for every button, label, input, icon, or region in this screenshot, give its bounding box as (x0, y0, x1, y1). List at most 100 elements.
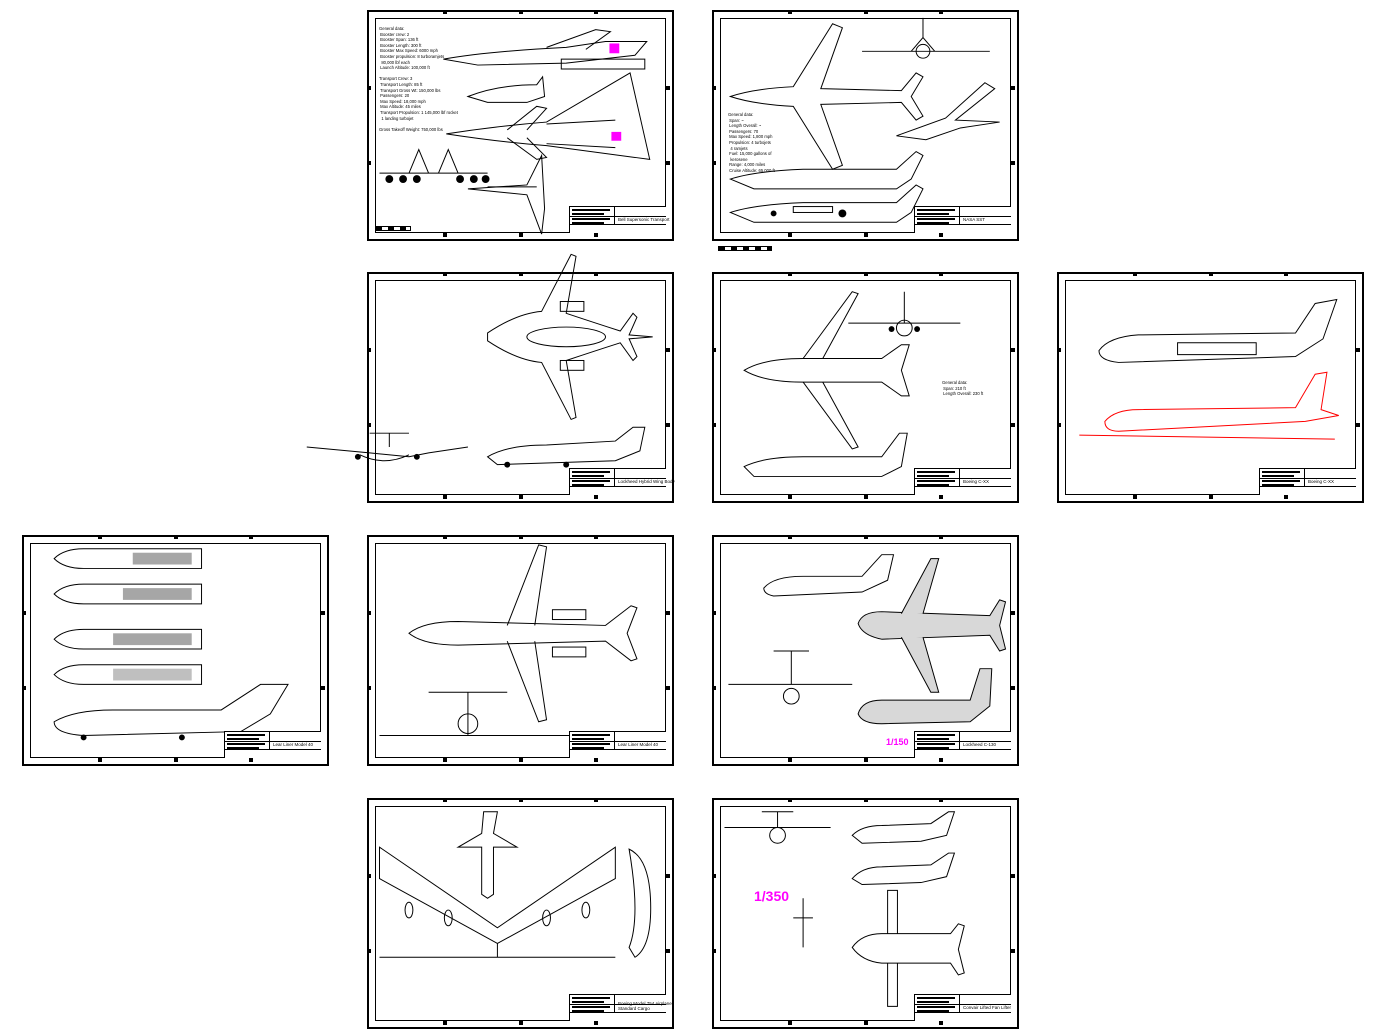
title-block: Lear Liner Model 40 (569, 731, 666, 758)
scale-label: 1/350 (754, 888, 790, 904)
registration-tick (1208, 272, 1213, 276)
registration-tick (367, 873, 371, 878)
registration-tick (97, 535, 102, 539)
sheet-title: Boeing C-XX (963, 479, 990, 484)
registration-tick (787, 495, 792, 499)
registration-tick (712, 873, 716, 878)
registration-tick (518, 272, 523, 276)
registration-tick (442, 10, 447, 14)
sheet-border (720, 543, 1011, 758)
registration-tick (442, 233, 447, 237)
scale-bar (375, 226, 411, 231)
registration-tick (939, 535, 944, 539)
sheet-title: Bell Supersonic Transport (618, 217, 670, 222)
aircraft-drawing (53, 548, 289, 741)
title-block: Boeing C-XX (1259, 468, 1356, 495)
title-block: Convair Lifted Fan Lifter (914, 994, 1011, 1021)
registration-tick (22, 686, 26, 691)
title-block: Bell Supersonic Transport (569, 206, 670, 233)
aircraft-drawing (306, 253, 653, 468)
registration-tick (321, 610, 325, 615)
drawing-sheet-supersonic-transport[interactable]: General data: Booster crew: 2 Booster Sp… (367, 10, 674, 241)
registration-tick (367, 423, 371, 428)
registration-tick (863, 1021, 868, 1025)
registration-tick (939, 758, 944, 762)
registration-tick (1011, 347, 1015, 352)
registration-tick (666, 686, 670, 691)
aircraft-drawing (728, 17, 1000, 223)
aircraft-drawing (379, 544, 638, 736)
sheet-border (720, 806, 1011, 1021)
registration-tick (97, 758, 102, 762)
title-block: Lockheed C-130 (914, 731, 1011, 758)
drawing-sheet-lockheed-c5[interactable]: Boeing C-XX (1057, 272, 1364, 503)
drawing-sheet-boeing-b-4[interactable]: General data: Span: 210 ft Length Overal… (712, 272, 1019, 503)
registration-tick (249, 535, 254, 539)
sheet-border (1065, 280, 1356, 495)
drawing-sheet-learliner-interiors[interactable]: Lear Liner Model 40 (22, 535, 329, 766)
registration-tick (321, 686, 325, 691)
registration-tick (594, 495, 599, 499)
aircraft-drawing (1079, 298, 1339, 440)
registration-tick (442, 272, 447, 276)
drawing-sheet-boeing-model[interactable]: Boeing Model 754 Airplane Standard Cargo (367, 798, 674, 1029)
registration-tick (863, 233, 868, 237)
registration-tick (787, 272, 792, 276)
aircraft-drawing (743, 291, 961, 477)
registration-tick (1356, 347, 1360, 352)
registration-tick (1011, 85, 1015, 90)
registration-tick (367, 347, 371, 352)
registration-tick (863, 535, 868, 539)
registration-tick (666, 85, 670, 90)
sheet-title: Boeing Model 754 Airplane Standard Cargo (618, 1001, 672, 1011)
registration-tick (594, 1021, 599, 1025)
title-block: Lear Liner Model 40 (224, 731, 321, 758)
registration-tick (518, 10, 523, 14)
registration-tick (594, 798, 599, 802)
title-block: Lockheed Hybrid Wing Body (569, 468, 675, 495)
registration-tick (518, 495, 523, 499)
drawing-sheet-learliner-plan[interactable]: Lear Liner Model 40 (367, 535, 674, 766)
registration-tick (367, 686, 371, 691)
registration-tick (173, 758, 178, 762)
registration-tick (1011, 161, 1015, 166)
general-data-notes: General data: Booster crew: 2 Booster Sp… (379, 26, 458, 132)
registration-tick (712, 610, 716, 615)
registration-tick (666, 423, 670, 428)
sheet-border (30, 543, 321, 758)
drawing-sheet-lockheed-c-130[interactable]: 1/150 Lockheed C-130 (712, 535, 1019, 766)
registration-tick (1011, 873, 1015, 878)
registration-tick (442, 758, 447, 762)
registration-tick (666, 161, 670, 166)
aircraft-drawing (728, 554, 1007, 725)
registration-tick (939, 10, 944, 14)
registration-tick (712, 347, 716, 352)
registration-tick (666, 949, 670, 954)
drawing-sheet-nasa-concept[interactable]: General data: Span: ~ Length Overall: ~ … (712, 10, 1019, 241)
registration-tick (1284, 272, 1289, 276)
drawing-sheet-convair-model[interactable]: 1/350 Convair Lifted Fan Lifter (712, 798, 1019, 1029)
sheet-title: Lockheed Hybrid Wing Body (618, 479, 675, 484)
registration-tick (863, 272, 868, 276)
aircraft-drawing (724, 811, 965, 1007)
general-data-notes: General data: Span: 210 ft Length Overal… (942, 380, 984, 397)
registration-tick (1057, 423, 1061, 428)
registration-tick (249, 758, 254, 762)
sheet-title: NASA SST (963, 217, 986, 222)
registration-tick (939, 1021, 944, 1025)
sheet-border (375, 806, 666, 1021)
registration-tick (442, 798, 447, 802)
registration-tick (863, 495, 868, 499)
title-block: NASA SST (914, 206, 1011, 233)
scale-bar (718, 246, 772, 251)
registration-tick (1011, 949, 1015, 954)
registration-tick (787, 798, 792, 802)
registration-tick (1057, 347, 1061, 352)
registration-tick (367, 949, 371, 954)
sheet-title: Lockheed C-130 (963, 742, 997, 747)
registration-tick (1011, 423, 1015, 428)
registration-tick (367, 610, 371, 615)
registration-tick (712, 161, 716, 166)
registration-tick (594, 272, 599, 276)
drawing-sheet-blended-wing[interactable]: Lockheed Hybrid Wing Body (306, 253, 675, 503)
